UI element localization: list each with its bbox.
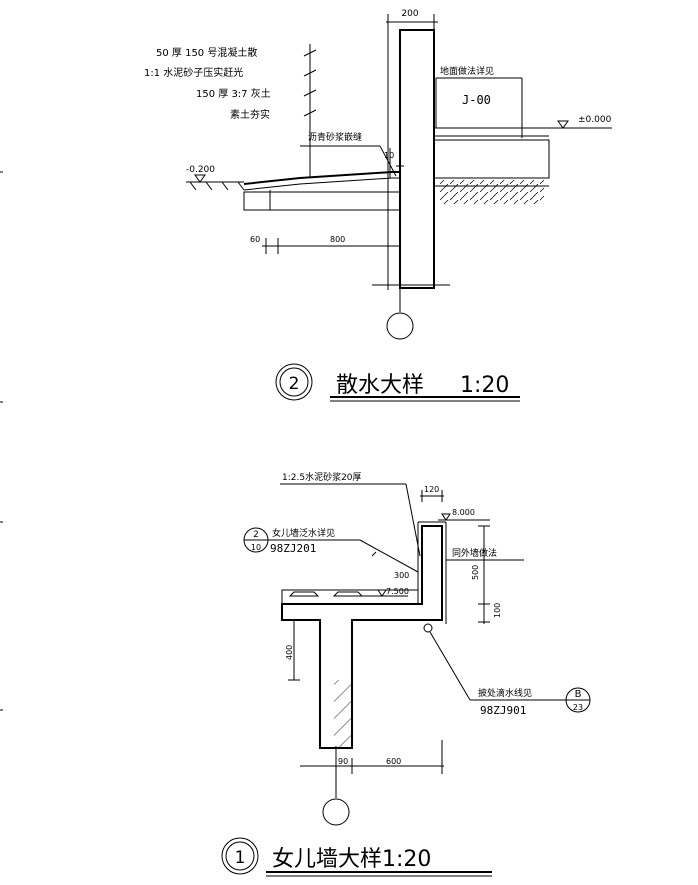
layer-3-note: 150 厚 3:7 灰土	[196, 87, 271, 100]
floor-slab	[433, 139, 550, 179]
detail-2-apron: 200 ±0.000 地面做法详见 J-00 10	[144, 9, 612, 402]
mortar-note: 1:2.5水泥砂浆20厚	[282, 471, 362, 483]
layer-4-note: 素土夯实	[230, 108, 270, 121]
flashing-note: 女儿墙泛水详见	[272, 527, 335, 539]
dim-wall-width: 200	[401, 9, 418, 19]
dim-100: 100	[493, 603, 502, 618]
level-top: 8.000	[452, 508, 475, 517]
level-outdoor: -0.200	[186, 165, 215, 175]
floor-ref: J-00	[462, 93, 491, 107]
roof-layer	[281, 589, 419, 605]
detail-2-number-circle	[275, 363, 313, 401]
sheet-edge-ticks	[0, 171, 3, 711]
level-zero: ±0.000	[578, 115, 612, 125]
layer-1-note: 50 厚 150 号混凝土散	[156, 46, 257, 59]
apron-base-layer	[243, 191, 401, 211]
layer-2-note: 1:1 水泥砂子压实赶光	[144, 66, 243, 79]
detail-2-title: 散水大样	[336, 373, 424, 398]
drip-note: 披处滴水线见	[478, 687, 532, 699]
axis-bubble-bottom	[322, 798, 350, 826]
level-roof: 7.500	[386, 587, 409, 596]
dim-joint: 10	[384, 151, 394, 160]
axis-bubble-top	[386, 312, 414, 340]
floor-fill	[440, 180, 544, 204]
dim-300: 300	[394, 571, 409, 580]
drip-ref-bottom: 23	[573, 703, 583, 712]
dim-400: 400	[285, 645, 294, 660]
dim-120: 120	[424, 485, 439, 494]
detail-1-number: 1	[235, 848, 246, 868]
joint-note: 沥青砂浆嵌缝	[308, 131, 362, 143]
detail-2-scale: 1:20	[460, 373, 509, 398]
detail-1-number-circle	[221, 837, 259, 875]
detail-1-parapet: 1:2.5水泥砂浆20厚 120 8.000 2 10 女儿墙泛水详见 98ZJ…	[221, 471, 591, 877]
flashing-ref-top: 2	[253, 530, 259, 540]
drip-std: 98ZJ901	[480, 704, 526, 717]
wall-below-hatch	[334, 680, 352, 748]
dim-60: 60	[250, 235, 260, 244]
wall-note: 同外墙做法	[452, 547, 497, 559]
apron-top-surface	[243, 171, 400, 185]
dim-600: 600	[386, 757, 401, 766]
drip-mark	[423, 623, 433, 633]
drip-ref-top: B	[575, 689, 582, 700]
flashing-ref-bottom: 10	[251, 543, 261, 552]
detail-2-number: 2	[289, 374, 300, 394]
flashing-std: 98ZJ201	[270, 542, 316, 555]
floor-note: 地面做法详见	[440, 65, 494, 77]
wall-section	[399, 29, 435, 289]
dim-800: 800	[330, 235, 345, 244]
detail-1-title: 女儿墙大样1:20	[272, 847, 431, 872]
dim-500: 500	[471, 565, 480, 580]
dim-90: 90	[338, 757, 348, 766]
